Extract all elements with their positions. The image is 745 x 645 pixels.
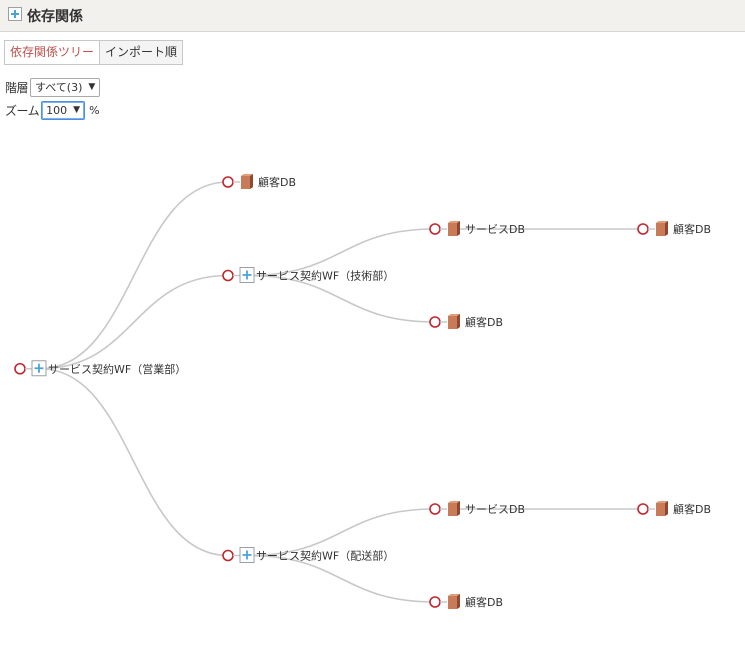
node-label: 顧客DB xyxy=(258,175,296,189)
node-label: 顧客DB xyxy=(465,315,503,329)
expand-toggle-circle[interactable] xyxy=(429,223,441,235)
database-book-icon xyxy=(656,221,668,236)
node-layer: サービス契約WF（営業部） 顧客DB サービス契約WF（技術部） サービスDB 顧客DB… xyxy=(14,174,711,609)
link-layer xyxy=(39,181,643,603)
dependency-link xyxy=(39,274,229,370)
tab-import-order[interactable]: インポート順 xyxy=(100,40,184,65)
title-bar: 依存関係 xyxy=(0,0,745,32)
workflow-icon xyxy=(31,360,47,377)
database-book-icon xyxy=(448,594,460,609)
zoom-unit: % xyxy=(89,104,100,117)
level-label: 階層 xyxy=(5,81,29,95)
expand-toggle-circle[interactable] xyxy=(637,503,649,515)
database-node[interactable]: サービスDB xyxy=(429,501,525,516)
node-label: サービスDB xyxy=(465,503,525,516)
workflow-icon xyxy=(239,547,255,563)
level-select[interactable]: すべて(3) ▼ xyxy=(30,78,101,97)
dependency-link xyxy=(39,367,229,557)
dependency-link xyxy=(247,228,436,277)
node-label: サービスDB xyxy=(465,223,525,236)
dependency-link xyxy=(247,508,436,557)
database-node[interactable]: 顧客DB xyxy=(637,501,711,516)
database-node[interactable]: 顧客DB xyxy=(429,594,503,609)
node-label: サービス契約WF（技術部） xyxy=(256,269,394,283)
database-book-icon xyxy=(448,221,460,236)
tab-dependency-tree[interactable]: 依存関係ツリー xyxy=(4,40,101,65)
expand-toggle-circle[interactable] xyxy=(222,176,234,188)
dependency-link xyxy=(39,181,229,370)
view-tabs: 依存関係ツリー インポート順 xyxy=(4,40,184,65)
zoom-select[interactable]: 100 ▼ xyxy=(41,101,86,120)
dependency-link xyxy=(247,274,436,323)
dropdown-arrow-icon: ▼ xyxy=(88,82,96,92)
database-node[interactable]: 顧客DB xyxy=(637,221,711,236)
zoom-label: ズーム xyxy=(5,104,40,118)
expand-toggle-circle[interactable] xyxy=(429,503,441,515)
workflow-icon xyxy=(8,7,22,21)
database-node[interactable]: 顧客DB xyxy=(429,314,503,329)
page-title: 依存関係 xyxy=(27,9,83,25)
node-label: 顧客DB xyxy=(673,222,711,236)
expand-toggle-circle[interactable] xyxy=(222,549,234,562)
node-label: 顧客DB xyxy=(673,502,711,516)
dropdown-arrow-icon: ▼ xyxy=(73,105,81,115)
database-book-icon xyxy=(448,314,460,329)
zoom-value: 100 xyxy=(46,104,68,117)
expand-toggle-circle[interactable] xyxy=(429,316,441,328)
level-control: 階層 すべて(3) ▼ xyxy=(5,78,101,97)
node-label: サービス契約WF（配送部） xyxy=(256,549,394,563)
database-book-icon xyxy=(656,501,668,516)
dependency-link xyxy=(247,554,436,603)
workflow-icon xyxy=(239,267,255,283)
expand-toggle-circle[interactable] xyxy=(14,362,26,375)
workflow-node[interactable]: サービス契約WF（技術部） xyxy=(222,267,394,283)
database-book-icon xyxy=(241,174,253,189)
node-label: 顧客DB xyxy=(465,595,503,609)
database-node[interactable]: サービスDB xyxy=(429,221,525,236)
workflow-node[interactable]: サービス契約WF（営業部） xyxy=(14,360,186,377)
workflow-node[interactable]: サービス契約WF（配送部） xyxy=(222,547,394,563)
database-node[interactable]: 顧客DB xyxy=(222,174,296,189)
expand-toggle-circle[interactable] xyxy=(637,223,649,235)
node-label: サービス契約WF（営業部） xyxy=(48,362,186,376)
expand-toggle-circle[interactable] xyxy=(222,269,234,282)
level-value: すべて(3) xyxy=(35,81,83,94)
expand-toggle-circle[interactable] xyxy=(429,596,441,608)
zoom-control: ズーム 100 ▼ % xyxy=(5,101,100,120)
database-book-icon xyxy=(448,501,460,516)
